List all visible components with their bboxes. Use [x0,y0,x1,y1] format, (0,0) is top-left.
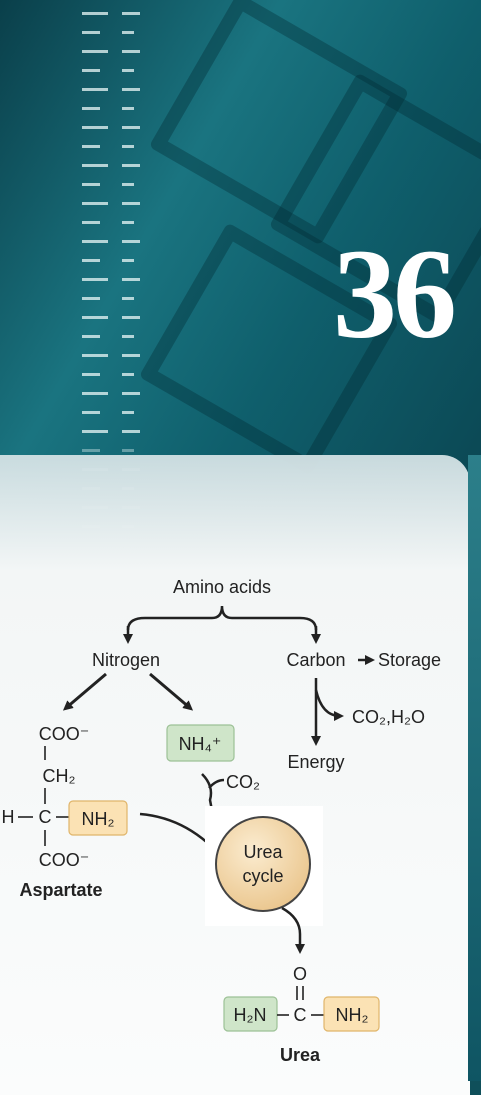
aspartate-h: H [2,807,15,827]
ruler-tick [82,449,100,452]
ruler-tick [122,259,134,262]
ruler-tick [82,354,108,357]
aspartate-coo-top: COO⁻ [39,724,90,744]
aspartate-name: Aspartate [19,880,102,900]
ruler-tick [122,107,134,110]
ruler-decoration [122,0,144,560]
ruler-tick [122,145,134,148]
edge-strip [468,455,481,1081]
urea-o: O [293,964,307,984]
ruler-tick [82,183,100,186]
arrow-to-ammonium [149,672,194,711]
ruler-tick [122,50,140,53]
ruler-tick [122,449,134,452]
ruler-tick [82,50,108,53]
arrow-to-aspartate [62,672,107,711]
ruler-tick [82,202,108,205]
ruler-tick [82,12,108,15]
ruler-tick [82,392,108,395]
ruler-tick [122,202,140,205]
ruler-tick [82,69,100,72]
urea-nh2: NH₂ [336,1005,369,1025]
ruler-tick [82,316,108,319]
ruler-tick [122,297,134,300]
ruler-tick [122,316,140,319]
ruler-tick [82,278,108,281]
ruler-tick [82,335,100,338]
ruler-tick [122,392,140,395]
ruler-tick [82,164,108,167]
aspartate-c: C [39,807,52,827]
split-brace [126,605,318,631]
aspartate-ch2: CH₂ [43,766,76,786]
ammonium-label: NH₄⁺ [179,734,222,754]
ruler-tick [82,411,100,414]
chapter-number: 36 [333,223,457,365]
figure-panel [0,455,470,1095]
energy-label: Energy [287,752,344,772]
ruler-tick [82,373,100,376]
ammonium-box [166,724,235,762]
arrow-to-co2-h2o [314,689,344,721]
ruler-tick [82,221,100,224]
ruler-tick [82,88,108,91]
ruler-tick [82,31,100,34]
ruler-tick [122,354,140,357]
ruler-tick [122,278,140,281]
ruler-tick [122,240,140,243]
co2-h2o-label: CO₂,H₂O [352,707,425,727]
ruler-tick [122,164,140,167]
nitrogen-label: Nitrogen [92,650,160,670]
aspartate-coo-bottom: COO⁻ [39,850,90,870]
storage-label: Storage [378,650,441,670]
aspartate-amine-box [68,800,128,836]
urea-h2n-box [223,996,278,1032]
urea-name: Urea [280,1045,321,1065]
carbon-label: Carbon [286,650,345,670]
arrow-to-urea [281,906,305,954]
urea-cycle-label-line2: cycle [242,866,283,886]
ruler-tick [122,31,134,34]
ruler-tick [82,430,108,433]
urea-nh2-box [323,996,380,1032]
ruler-tick [82,126,108,129]
aspartate-nh2: NH₂ [82,809,115,829]
ruler-tick [122,373,134,376]
urea-cycle-label-line1: Urea [243,842,283,862]
ruler-tick [122,12,140,15]
ruler-tick [122,69,134,72]
urea-h2n: H₂N [234,1005,267,1025]
ruler-tick [82,145,100,148]
amino-acids-label: Amino acids [173,577,271,597]
ruler-tick [122,183,134,186]
ruler-tick [82,259,100,262]
co2-branch [208,778,225,789]
ruler-tick [122,221,134,224]
ruler-tick [122,430,140,433]
ruler-tick [122,126,140,129]
urea-cycle-circle [215,816,311,912]
urea-c: C [294,1005,307,1025]
ruler-tick [82,240,108,243]
ruler-tick [82,107,100,110]
ruler-tick [122,411,134,414]
ruler-tick [122,88,140,91]
ruler-tick [82,297,100,300]
co2-label: CO₂ [226,772,260,792]
ruler-tick [122,335,134,338]
